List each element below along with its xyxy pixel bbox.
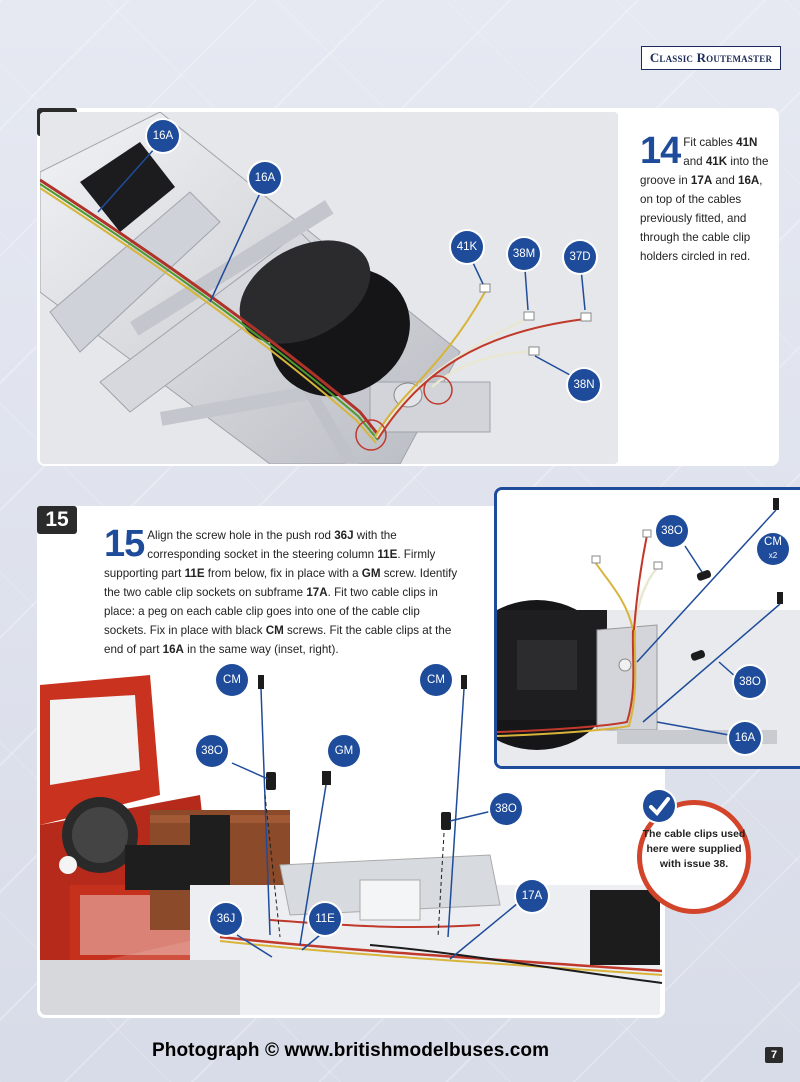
callout-36J: 36J [210, 903, 242, 935]
page-number: 7 [765, 1047, 783, 1063]
chassis-illustration-14 [40, 112, 618, 464]
callout-16A-a: 16A [147, 120, 179, 152]
callout-41K: 41K [451, 231, 483, 263]
step-15-text-number: 15 [104, 528, 144, 560]
photo-credit: Photograph © www.britishmodelbuses.com [152, 1040, 549, 1062]
callout-CM-right: CM [420, 664, 452, 696]
callout-38N: 38N [568, 369, 600, 401]
callout-CM-left: CM [216, 664, 248, 696]
callout-38M: 38M [508, 238, 540, 270]
callout-GM: GM [328, 735, 360, 767]
step-14-photo [40, 112, 618, 464]
inset-callout-38O-bottom: 38O [734, 666, 766, 698]
inset-callout-38O-top: 38O [656, 515, 688, 547]
callout-38O-right: 38O [490, 793, 522, 825]
inset-callout-16A: 16A [729, 722, 761, 754]
callout-37D: 37D [564, 241, 596, 273]
callout-11E: 11E [309, 903, 341, 935]
checkmark-icon [643, 790, 675, 822]
step-14-text-number: 14 [640, 135, 680, 167]
series-title: Classic Routemaster [641, 46, 781, 70]
step-15-badge: 15 [37, 506, 77, 534]
callout-16A-b: 16A [249, 162, 281, 194]
callout-17A: 17A [516, 880, 548, 912]
callout-38O-left: 38O [196, 735, 228, 767]
supply-note-text: The cable clips used here were supplied … [642, 827, 746, 872]
